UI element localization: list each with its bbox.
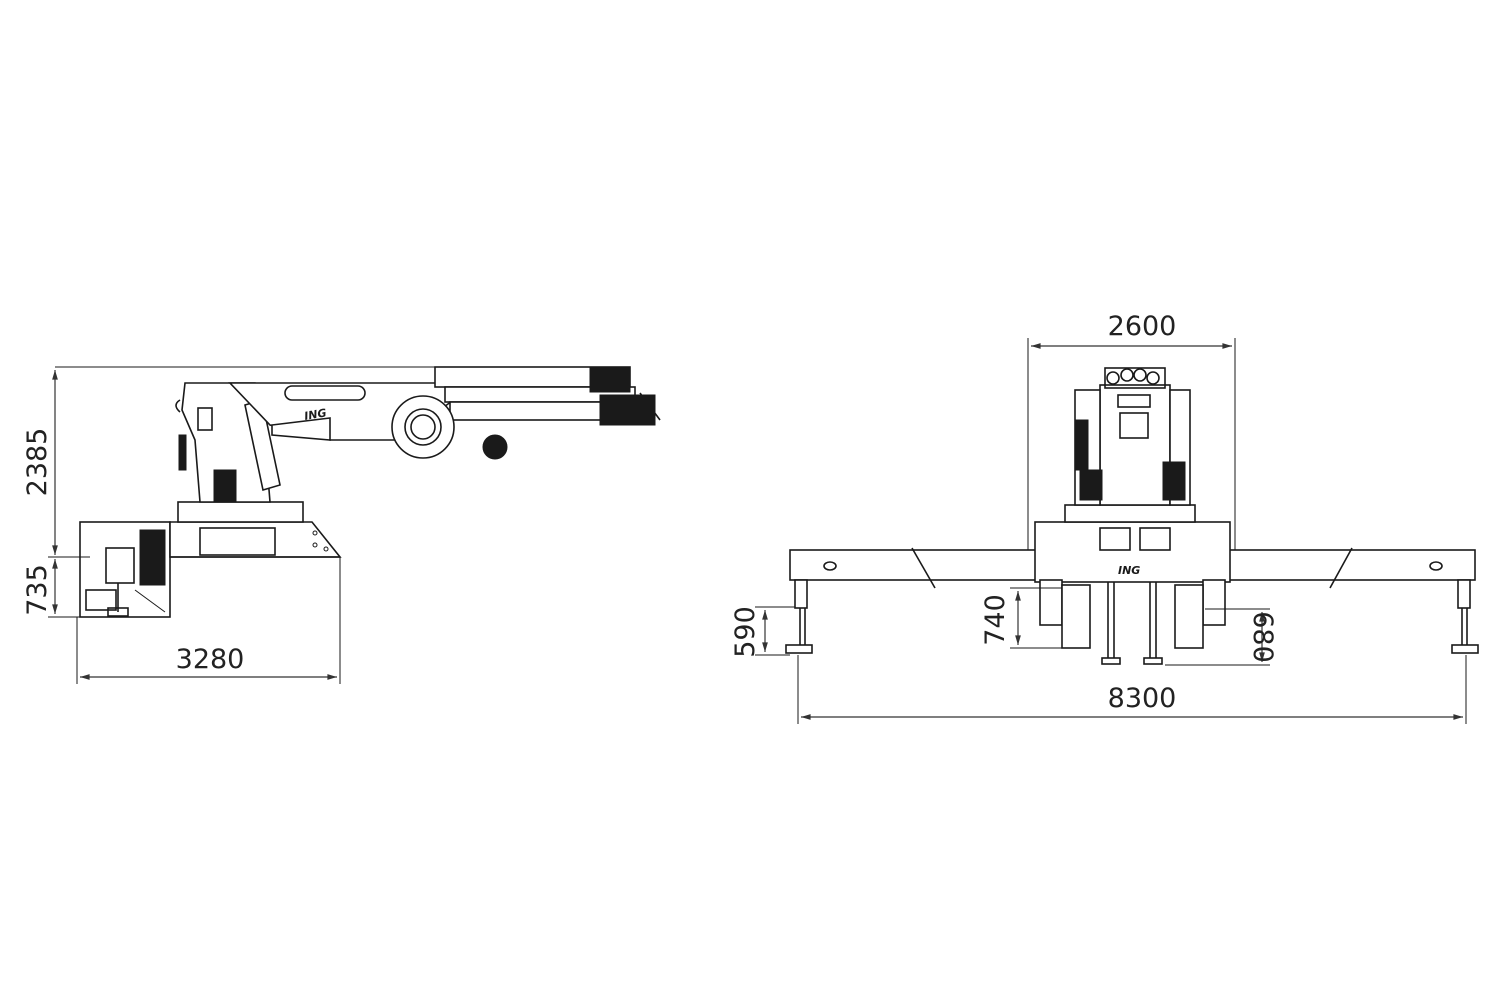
- dimension-inner-leg-stroke-right: 680: [1247, 611, 1278, 663]
- dimension-base-height: 735: [22, 564, 53, 616]
- front-logo: ING: [1118, 564, 1140, 577]
- hook-block: [482, 434, 508, 460]
- slew-plate: [1064, 504, 1196, 523]
- inner-legs: [1061, 582, 1204, 665]
- front-view-dimensions: 2600 8300 590 740 680: [730, 311, 1467, 724]
- base-frame: [169, 521, 342, 558]
- outrigger-beams: [789, 547, 1476, 589]
- dimension-width: 2600: [1108, 311, 1177, 342]
- winch-drum: [391, 395, 455, 459]
- dimension-length: 3280: [176, 644, 245, 675]
- telescopic-boom: [434, 366, 661, 426]
- slewing-ring: [177, 501, 304, 523]
- side-view-crane: ING: [55, 366, 661, 618]
- side-view-dimensions: 2385 735 3280: [22, 370, 341, 684]
- column-body: [1074, 367, 1191, 506]
- outer-legs: [785, 579, 1479, 654]
- dimension-inner-leg-stroke-left: 740: [980, 594, 1011, 646]
- dimension-crane-height: 2385: [22, 428, 53, 497]
- dimension-outer-leg-stroke: 590: [730, 606, 761, 658]
- front-view-crane: ING: [785, 367, 1479, 665]
- dimension-outrigger-span: 8300: [1108, 683, 1177, 714]
- base-housing: ING: [1034, 521, 1231, 626]
- control-cab: [79, 521, 171, 618]
